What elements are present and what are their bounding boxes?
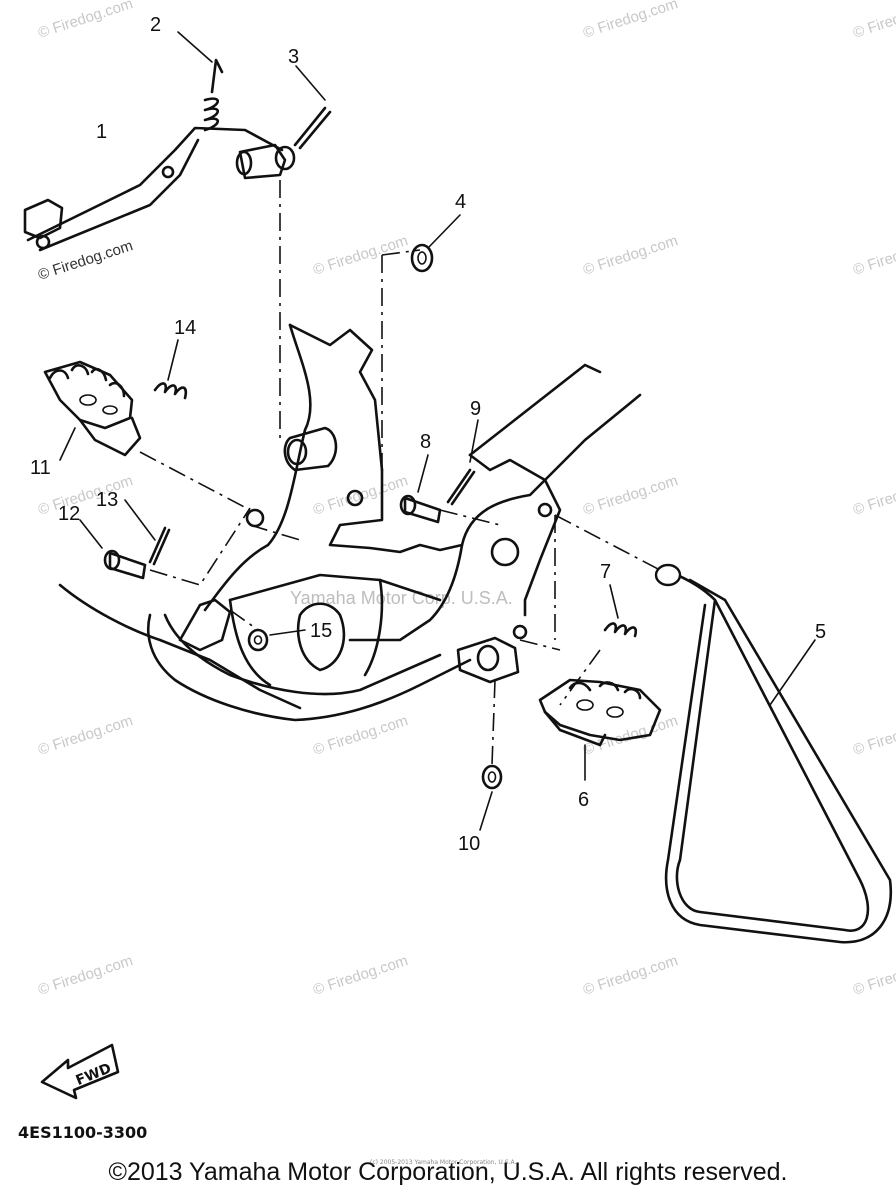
- callout-1: 1: [96, 121, 107, 143]
- part-4-washer: [410, 214, 461, 273]
- callout-8: 8: [420, 431, 431, 453]
- part-10-washer: [479, 764, 503, 831]
- watermark: © Firedog.com: [311, 712, 410, 759]
- callout-15: 15: [310, 620, 332, 642]
- fwd-label: FWD: [74, 1061, 114, 1090]
- part-3-cotter-pin: [293, 65, 332, 150]
- part-12-pin: [79, 519, 147, 580]
- part-7-spring: [603, 584, 638, 638]
- watermark: © Firedog.com: [851, 712, 896, 759]
- callout-4: 4: [455, 191, 466, 213]
- part-6-footrest-right: [538, 678, 662, 781]
- callout-2: 2: [150, 14, 161, 36]
- callout-10: 10: [458, 833, 480, 855]
- part-14-spring: [153, 339, 188, 400]
- watermark: © Firedog.com: [311, 232, 410, 279]
- part-15-washer: [247, 628, 306, 652]
- part-8-pin: [399, 454, 442, 524]
- callout-11: 11: [30, 457, 51, 479]
- callout-13: 13: [96, 489, 118, 511]
- part-2-spring: [177, 31, 224, 132]
- callouts: 2 3 1 4 14 9 8 11 13 12 7 5 15 6 10: [30, 14, 826, 855]
- part-5-side-stand: [654, 563, 893, 944]
- part-9-cotter-pin: [446, 419, 479, 506]
- callout-3: 3: [288, 46, 299, 68]
- diagram-code: 4ES1100-3300: [18, 1123, 147, 1142]
- tiny-copyright-note: (c) 2005-2013 Yamaha Motor Corporation, …: [370, 1159, 517, 1166]
- part-1-brake-pedal: [23, 126, 296, 252]
- frame: [58, 323, 642, 722]
- part-11-footrest-left: [43, 360, 142, 461]
- center-watermark: Yamaha Motor Corp. U.S.A.: [290, 588, 513, 608]
- copyright-notice: ©2013 Yamaha Motor Corporation, U.S.A. A…: [108, 1158, 788, 1186]
- callout-7: 7: [600, 561, 611, 583]
- callout-9: 9: [470, 398, 481, 420]
- callout-14: 14: [174, 317, 196, 339]
- callout-6: 6: [578, 789, 589, 811]
- watermark: © Firedog.com: [581, 472, 680, 519]
- watermark: © Firedog.com: [311, 952, 410, 999]
- watermark: © Firedog.com: [851, 0, 896, 42]
- watermark: © Firedog.com: [36, 952, 135, 999]
- watermark: © Firedog.com: [581, 952, 680, 999]
- assembly-leaders: [139, 180, 661, 766]
- watermark: © Firedog.com: [36, 472, 135, 519]
- watermark: © Firedog.com: [581, 0, 680, 42]
- fwd-arrow: FWD: [40, 1043, 120, 1100]
- watermark: © Firedog.com: [851, 472, 896, 519]
- watermark: © Firedog.com: [36, 712, 135, 759]
- watermark: © Firedog.com: [851, 952, 896, 999]
- watermark: © Firedog.com: [851, 232, 896, 279]
- callout-5: 5: [815, 621, 826, 643]
- watermark: © Firedog.com: [581, 232, 680, 279]
- watermark: © Firedog.com: [36, 0, 135, 42]
- part-13-cotter-pin: [124, 499, 171, 566]
- callout-12: 12: [58, 503, 80, 525]
